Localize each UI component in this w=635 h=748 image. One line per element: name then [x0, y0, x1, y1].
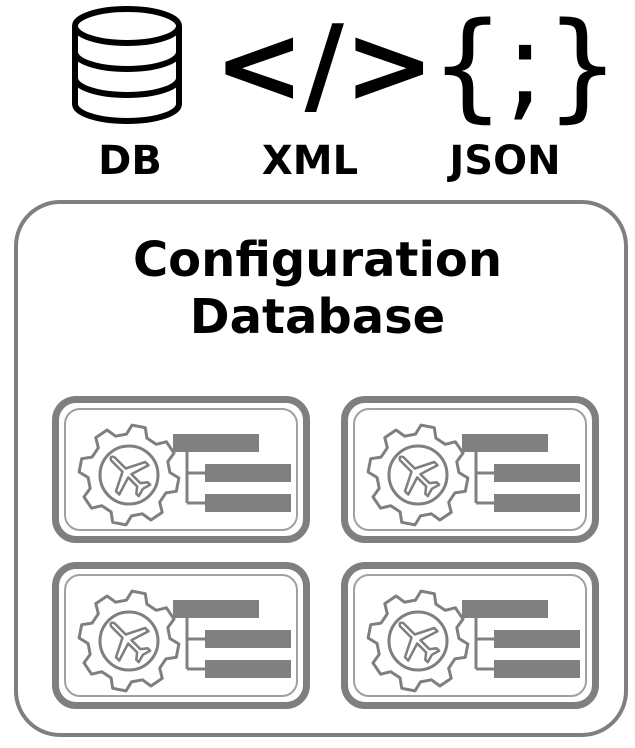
hierarchy-icon: [462, 600, 580, 678]
db-label: DB: [98, 138, 162, 184]
configuration-database-container: [14, 200, 628, 737]
gear-airplane-icon: [366, 423, 470, 527]
gear-airplane-icon: [77, 589, 181, 693]
card-inner-border: [353, 574, 587, 697]
card-inner-border: [64, 574, 298, 697]
container-title: Configuration Database: [0, 232, 635, 346]
card-graphic: [77, 589, 291, 693]
title-line-2: Database: [189, 289, 446, 345]
xml-label: XML: [261, 138, 359, 184]
card-graphic: [366, 423, 580, 527]
config-card: [341, 562, 599, 709]
card-inner-border: [353, 408, 587, 531]
hierarchy-icon: [462, 434, 580, 512]
curly-braces-icon: {;}: [430, 0, 620, 134]
json-label: JSON: [449, 138, 561, 184]
hierarchy-icon: [173, 600, 291, 678]
hierarchy-icon: [173, 434, 291, 512]
gear-airplane-icon: [77, 423, 181, 527]
card-graphic: [366, 589, 580, 693]
code-tag-icon: </>: [214, 3, 435, 128]
database-icon: [72, 6, 182, 124]
card-graphic: [77, 423, 291, 527]
config-card: [52, 396, 310, 543]
card-inner-border: [64, 408, 298, 531]
config-card: [341, 396, 599, 543]
gear-airplane-icon: [366, 589, 470, 693]
title-line-1: Configuration: [132, 232, 503, 288]
config-card: [52, 562, 310, 709]
